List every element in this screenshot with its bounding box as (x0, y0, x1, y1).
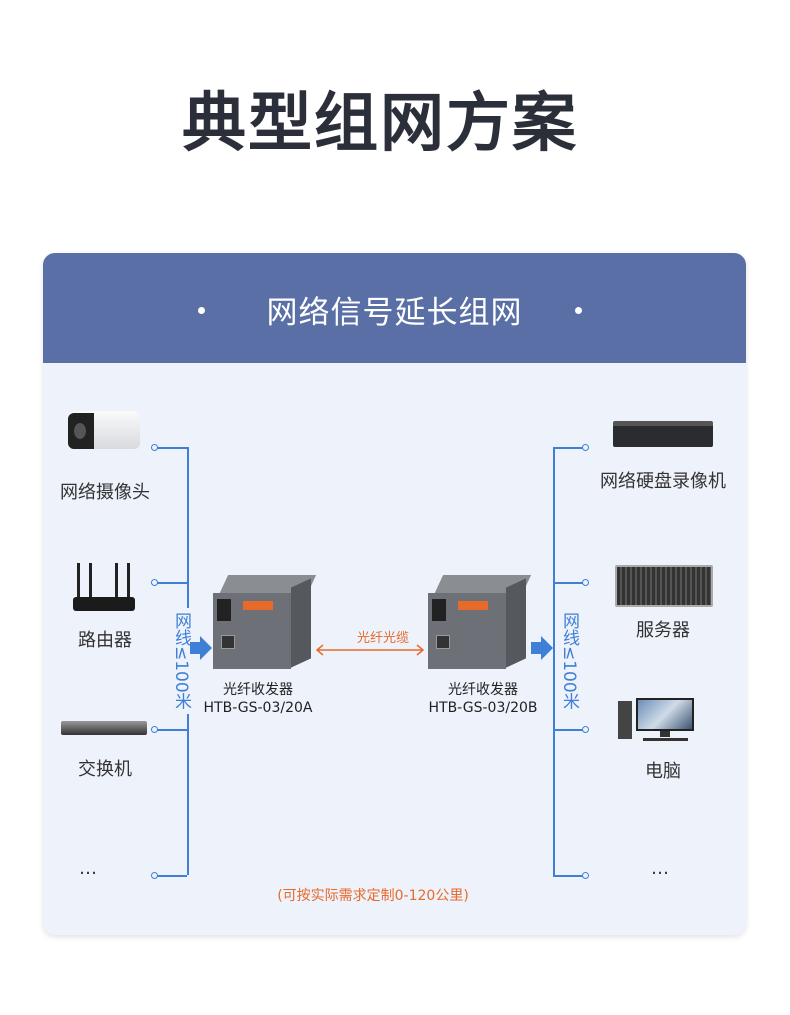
bullet-dot (198, 307, 205, 314)
connector-branch (155, 447, 187, 449)
bullet-dot (575, 307, 582, 314)
device-label: 路由器 (78, 630, 132, 651)
connector-branch (155, 582, 187, 584)
connector-branch (155, 875, 187, 877)
computer-icon (618, 698, 698, 743)
arrow-right-icon (190, 636, 212, 660)
connector-node (582, 579, 589, 586)
connector-node (151, 726, 158, 733)
server-icon (615, 565, 713, 607)
connector-branch (155, 729, 187, 731)
transceiver-name: 光纤收发器 (223, 682, 293, 698)
connector-branch (553, 582, 585, 584)
more-devices: … (651, 858, 669, 879)
transceiver-b-label: 光纤收发器 HTB-GS-03/20B (418, 681, 548, 717)
device-label: 网络摄像头 (60, 482, 150, 503)
more-devices: … (79, 858, 97, 879)
device-label: 服务器 (636, 620, 690, 641)
transceiver-a-image (213, 575, 317, 670)
connector-node (582, 726, 589, 733)
fiber-cable-label: 光纤光缆 (356, 631, 409, 646)
transceiver-model: HTB-GS-03/20B (428, 700, 538, 716)
connector-node (151, 579, 158, 586)
transceiver-name: 光纤收发器 (448, 682, 518, 698)
router-icon (73, 563, 135, 611)
nvr-icon (613, 421, 713, 447)
connector-line (553, 447, 555, 875)
section-title: 网络信号延长组网 (266, 295, 523, 331)
device-label: 网络硬盘录像机 (600, 471, 726, 492)
section-header: 网络信号延长组网 (43, 253, 746, 363)
device-label: 交换机 (78, 759, 132, 780)
connector-node (582, 872, 589, 879)
transceiver-b-image (428, 575, 532, 670)
device-label: 电脑 (645, 761, 681, 782)
distance-note: (可按实际需求定制0-120公里) (277, 888, 469, 904)
arrow-right-icon (531, 636, 553, 660)
cable-length-note: 网线≤100米 (557, 608, 582, 714)
camera-icon (68, 411, 140, 451)
connector-node (151, 444, 158, 451)
switch-icon (61, 721, 147, 735)
connector-node (582, 444, 589, 451)
cable-length-note: 网线≤100米 (169, 608, 194, 714)
connector-branch (553, 447, 585, 449)
transceiver-model: HTB-GS-03/20A (203, 700, 313, 716)
double-arrow-icon (315, 644, 425, 656)
connector-node (151, 872, 158, 879)
page-title: 典型组网方案 (182, 87, 578, 161)
network-diagram-card: 网络信号延长组网 网络摄像头 路由器 交换机 … 网线≤100米 光纤收发器 H… (43, 253, 746, 935)
connector-branch (553, 729, 585, 731)
transceiver-a-label: 光纤收发器 HTB-GS-03/20A (193, 681, 323, 717)
connector-branch (553, 875, 585, 877)
